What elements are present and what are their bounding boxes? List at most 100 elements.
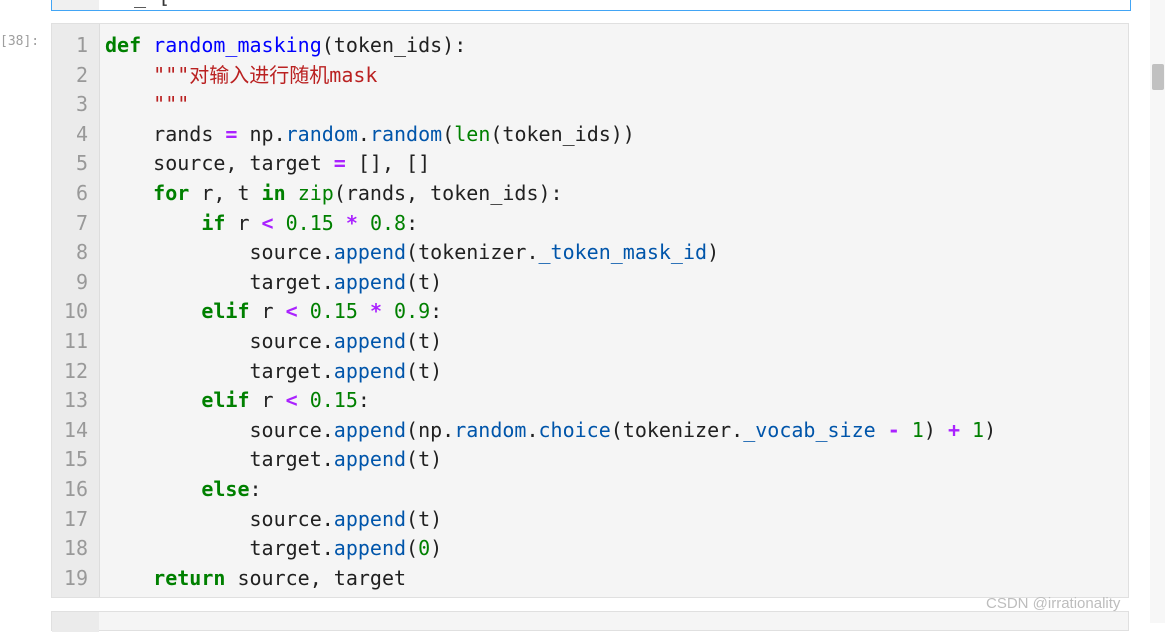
vertical-scrollbar[interactable] <box>1150 0 1165 623</box>
code-token: (token_ids): <box>321 33 467 57</box>
code-token: (tokenizer. <box>406 240 539 265</box>
code-token: r <box>249 388 286 413</box>
code-token: ( <box>442 121 455 146</box>
code-token: random <box>369 121 443 146</box>
code-token: (rands, token_ids): <box>333 181 563 205</box>
code-token: target. <box>105 447 334 472</box>
code-line[interactable]: 16 else: <box>52 475 1128 505</box>
code-token: append <box>333 240 407 265</box>
code-token: elif <box>201 388 250 413</box>
code-text[interactable]: target.append(t) <box>105 268 442 298</box>
code-line[interactable]: 19 return source, target <box>52 564 1128 594</box>
previous-code-cell[interactable]: _ [ <box>51 0 1131 11</box>
code-token <box>900 418 912 442</box>
line-number: 10 <box>63 299 88 324</box>
code-token: r <box>249 299 286 324</box>
line-number: 5 <box>75 151 88 176</box>
code-text[interactable]: source.append(tokenizer._token_mask_id) <box>105 238 719 268</box>
code-token: * <box>369 299 382 324</box>
code-token: target. <box>105 358 334 383</box>
code-token: 0 <box>418 536 431 561</box>
code-token: : <box>357 388 370 413</box>
code-token: source, target <box>225 565 407 590</box>
next-code-cell[interactable] <box>51 611 1129 632</box>
code-token: len <box>454 121 491 146</box>
code-line[interactable]: 17 source.append(t) <box>52 505 1128 535</box>
code-line[interactable]: 18 target.append(0) <box>52 534 1128 564</box>
code-token: ) <box>430 536 443 561</box>
line-number: 8 <box>75 240 88 265</box>
code-text[interactable]: target.append(t) <box>105 445 442 475</box>
code-token: target. <box>105 536 334 561</box>
code-line[interactable]: 2 """对输入进行随机mask <box>52 61 1128 91</box>
code-text[interactable]: source.append(t) <box>105 327 442 357</box>
code-text[interactable]: """对输入进行随机mask <box>105 61 377 91</box>
line-number-gutter <box>52 24 100 597</box>
code-text[interactable]: source.append(np.random.choice(tokenizer… <box>105 416 996 446</box>
code-text[interactable]: def random_masking(token_ids): <box>105 31 466 61</box>
code-token: < <box>285 299 298 324</box>
code-token: append <box>333 329 407 353</box>
code-token: rands <box>105 121 226 146</box>
code-line[interactable]: 4 rands = np.random.random(len(token_ids… <box>52 120 1128 150</box>
code-token <box>382 299 394 323</box>
code-token: _token_mask_id <box>538 240 708 265</box>
code-line[interactable]: 6 for r, t in zip(rands, token_ids): <box>52 179 1128 209</box>
code-token: else <box>201 477 250 501</box>
code-token: 0.8 <box>369 210 407 235</box>
scrollbar-thumb[interactable] <box>1152 64 1164 90</box>
code-token: 1 <box>911 417 924 442</box>
line-number: 17 <box>63 506 88 531</box>
code-token <box>105 299 201 323</box>
code-token: : <box>430 299 443 324</box>
code-text[interactable]: for r, t in zip(rands, token_ids): <box>105 179 563 209</box>
code-text[interactable]: else: <box>105 475 262 505</box>
code-token: (t) <box>406 447 443 472</box>
code-text[interactable]: rands = np.random.random(len(token_ids)) <box>105 120 635 150</box>
code-token: 0.9 <box>394 299 431 324</box>
code-token: 1 <box>972 417 985 442</box>
code-line[interactable]: 5 source, target = [], [] <box>52 149 1128 179</box>
code-token: (t) <box>406 358 443 383</box>
code-line[interactable]: 12 target.append(t) <box>52 357 1128 387</box>
code-line[interactable]: 14 source.append(np.random.choice(tokeni… <box>52 416 1128 446</box>
code-text[interactable]: return source, target <box>105 564 406 594</box>
code-token <box>141 33 153 57</box>
code-line[interactable]: 13 elif r < 0.15: <box>52 386 1128 416</box>
line-number: 19 <box>63 565 88 590</box>
code-line[interactable]: 10 elif r < 0.15 * 0.9: <box>52 297 1128 327</box>
code-token: append <box>333 447 407 472</box>
code-token: = <box>225 121 238 146</box>
code-token <box>876 418 888 442</box>
code-token: (token_ids)) <box>490 121 635 146</box>
code-line[interactable]: 9 target.append(t) <box>52 268 1128 298</box>
code-token: in <box>261 181 286 205</box>
code-text[interactable]: elif r < 0.15: <box>105 386 370 416</box>
code-text[interactable]: """ <box>105 90 189 120</box>
code-line[interactable]: 3 """ <box>52 90 1128 120</box>
code-text[interactable]: source.append(t) <box>105 505 442 535</box>
code-token: 0.15 <box>285 210 334 235</box>
code-text[interactable]: target.append(t) <box>105 357 442 387</box>
code-token: (t) <box>406 506 443 531</box>
code-token: + <box>947 417 960 442</box>
code-line[interactable]: 11 source.append(t) <box>52 327 1128 357</box>
code-line[interactable]: 8 source.append(tokenizer._token_mask_id… <box>52 238 1128 268</box>
code-token: if <box>201 210 226 235</box>
next-cell-gutter <box>52 612 99 632</box>
code-token: - <box>887 417 900 442</box>
code-token: : <box>249 477 262 501</box>
code-token: append <box>333 417 407 442</box>
code-token: < <box>261 210 274 235</box>
code-text[interactable]: target.append(0) <box>105 534 442 564</box>
line-number: 16 <box>63 477 88 501</box>
code-token: zip <box>297 181 334 205</box>
code-text[interactable]: if r < 0.15 * 0.8: <box>105 209 418 239</box>
code-line[interactable]: 15 target.append(t) <box>52 445 1128 475</box>
code-text[interactable]: elif r < 0.15 * 0.9: <box>105 297 442 327</box>
line-number: 14 <box>63 417 88 442</box>
code-line[interactable]: 7 if r < 0.15 * 0.8: <box>52 209 1128 239</box>
code-text[interactable]: source, target = [], [] <box>105 149 430 179</box>
